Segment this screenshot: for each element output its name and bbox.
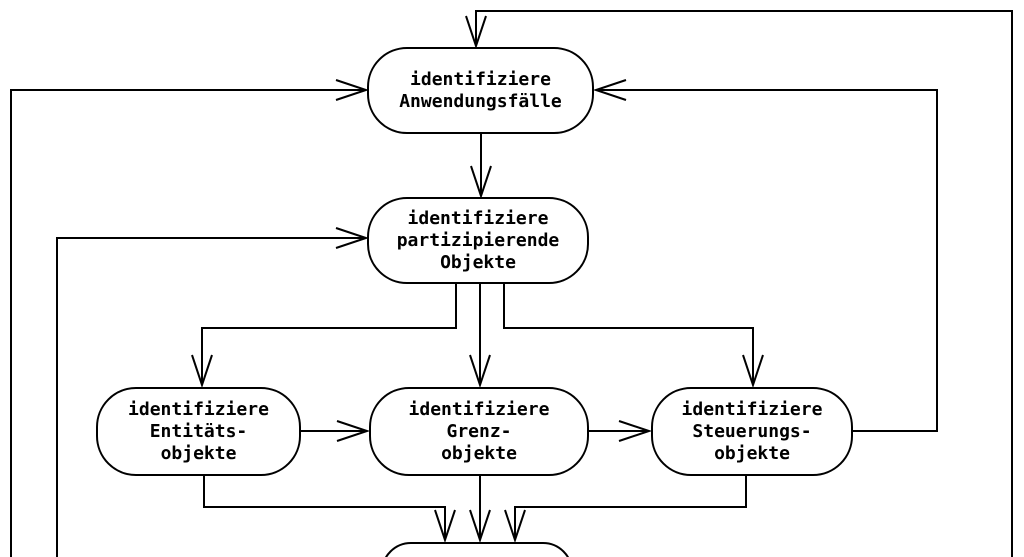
edge-feedback-right-to-use-cases: [465, 10, 1013, 557]
node-label-line: identifiziere: [408, 398, 550, 420]
node-label-line: Entitäts-: [149, 420, 248, 442]
node-identify-boundary-objects: identifiziere Grenz- objekte: [369, 387, 589, 476]
node-label-line: objekte: [160, 442, 237, 464]
node-partial-bottom: [381, 542, 573, 557]
node-label-line: Steuerungs-: [692, 420, 812, 442]
node-label-line: identifiziere: [681, 398, 823, 420]
node-label-line: identifiziere: [128, 398, 269, 420]
node-label-line: identifiziere: [410, 68, 551, 90]
edge-feedback-left-to-participating-objects: [56, 227, 370, 557]
node-label-line: Objekte: [440, 251, 516, 273]
edge-participating-to-entity-objects: [191, 284, 457, 389]
edge-control-objects-to-use-cases: [592, 79, 938, 432]
edge-participating-to-control-objects: [503, 284, 764, 389]
node-label-line: identifiziere: [407, 207, 549, 229]
node-identify-control-objects: identifiziere Steuerungs- objekte: [651, 387, 853, 476]
node-identify-entity-objects: identifiziere Entitäts- objekte: [96, 387, 301, 476]
node-label-line: Anwendungsfälle: [399, 90, 562, 112]
node-label-line: objekte: [714, 442, 790, 464]
node-identify-use-cases: identifiziere Anwendungsfälle: [367, 47, 594, 134]
node-label-line: Grenz-: [446, 420, 512, 442]
node-label-line: partizipierende: [396, 229, 560, 251]
edge-entity-objects-to-bottom-node: [203, 476, 456, 544]
node-label-line: objekte: [441, 442, 517, 464]
node-identify-participating-objects: identifiziere partizipierende Objekte: [367, 197, 589, 284]
edge-control-objects-to-bottom-node: [504, 476, 747, 544]
edge-feedback-left-to-use-cases: [10, 79, 370, 557]
